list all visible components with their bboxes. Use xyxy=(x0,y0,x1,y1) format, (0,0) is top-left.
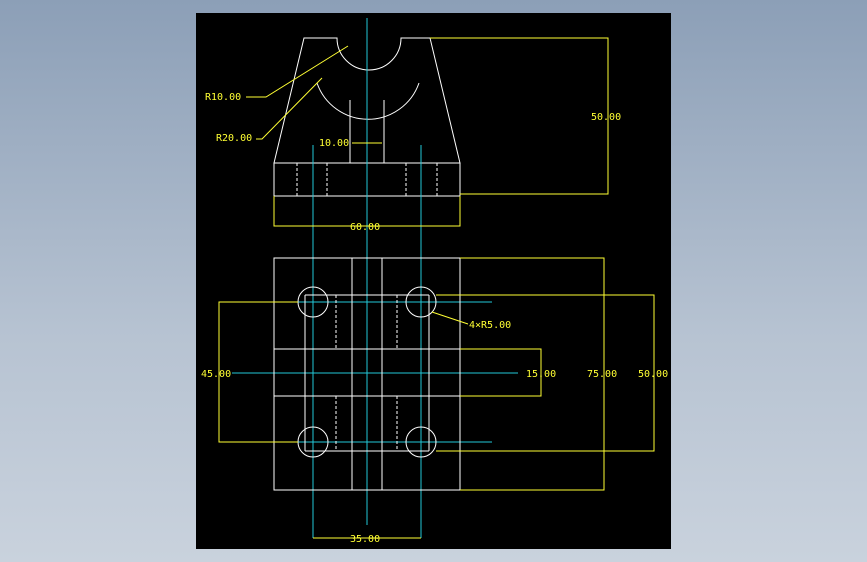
d35-label: 35.00 xyxy=(350,534,380,545)
drawing-sheet: R10.00 R20.00 10.00 50.00 60.00 4×R5.00 … xyxy=(196,13,671,549)
plan-outline xyxy=(273,257,461,491)
dimensions: R10.00 R20.00 10.00 50.00 60.00 4×R5.00 … xyxy=(201,37,668,545)
holes-label: 4×R5.00 xyxy=(469,320,511,331)
d75-label: 75.00 xyxy=(587,369,617,380)
d75-line xyxy=(460,257,605,491)
hole-top-right xyxy=(405,286,437,318)
d45-label: 45.00 xyxy=(201,369,231,380)
r20-label: R20.00 xyxy=(216,133,252,144)
plan-view xyxy=(273,257,461,491)
d50-right-label: 50.00 xyxy=(638,369,668,380)
d50-top-line xyxy=(430,37,609,195)
r10-leader xyxy=(246,45,349,98)
d10-label: 10.00 xyxy=(319,138,349,149)
d60-line xyxy=(273,196,461,227)
front-view-outline xyxy=(273,37,461,164)
centerlines xyxy=(232,18,518,538)
r10-label: R10.00 xyxy=(205,92,241,103)
d50-right-line xyxy=(436,294,655,452)
r20-leader xyxy=(256,77,323,140)
d15-line xyxy=(460,348,542,397)
cad-drawing: R10.00 R20.00 10.00 50.00 60.00 4×R5.00 … xyxy=(201,18,668,545)
inner-arc-r20 xyxy=(316,82,420,120)
d45-line xyxy=(218,301,298,443)
hole-bottom-right xyxy=(405,426,437,458)
d60-label: 60.00 xyxy=(350,222,380,233)
d50-top-label: 50.00 xyxy=(591,112,621,123)
d15-label: 15.00 xyxy=(526,369,556,380)
holes-leader xyxy=(431,311,469,325)
